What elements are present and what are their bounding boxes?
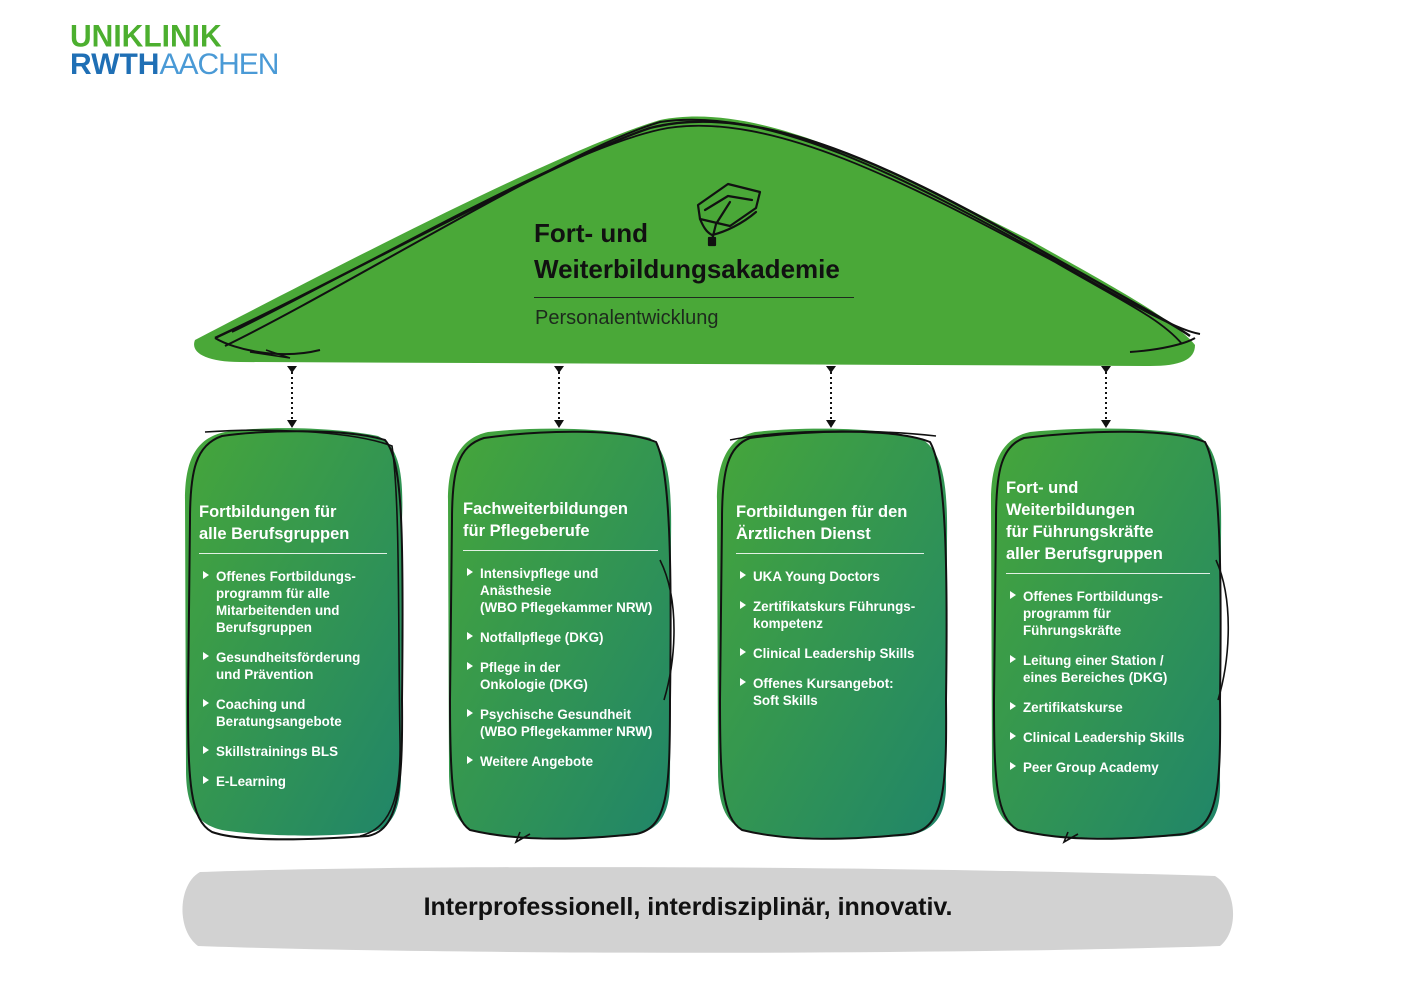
list-item: Intensivpflege und Anästhesie (WBO Pfleg… <box>463 565 658 616</box>
pillar-fuehrungskraefte: Fort- und Weiterbildungen für Führungskr… <box>1006 477 1210 789</box>
bullet-triangle-icon <box>740 601 746 609</box>
list-item: Offenes Fortbildungs- programm für alle … <box>199 568 387 636</box>
arrow-down-icon <box>287 366 1111 428</box>
bullet-triangle-icon <box>203 571 209 579</box>
pillar-title: Fortbildungen für den Ärztlichen Dienst <box>736 503 908 543</box>
footer-tagline: Interprofessionell, interdisziplinär, in… <box>423 893 953 921</box>
pillar-list: Intensivpflege und Anästhesie (WBO Pfleg… <box>463 565 658 770</box>
bullet-triangle-icon <box>467 662 473 670</box>
list-item: E-Learning <box>199 773 387 790</box>
bullet-triangle-icon <box>1010 732 1016 740</box>
logo-rwth: RWTH <box>70 48 160 81</box>
logo-line-uniklinik: UNIKLINIK <box>70 19 222 54</box>
uniklinik-logo: UNIKLINIK RWTHAACHEN <box>70 19 279 81</box>
pillar-aerztlicher-dienst: Fortbildungen für den Ärztlichen Dienst … <box>736 501 924 722</box>
academy-title-line1: Fort- und <box>534 218 649 248</box>
list-item: Zertifikatskurse <box>1006 699 1210 716</box>
list-item: Clinical Leadership Skills <box>736 645 924 662</box>
bullet-triangle-icon <box>203 776 209 784</box>
pillar-list: UKA Young Doctors Zertifikatskurs Führun… <box>736 568 924 709</box>
bullet-triangle-icon <box>203 746 209 754</box>
title-divider <box>534 297 854 298</box>
pillar-fachweiterbildungen-pflege: Fachweiterbildungen für Pflegeberufe Int… <box>463 498 658 783</box>
list-item: Gesundheitsförderung und Prävention <box>199 649 387 683</box>
list-item: Notfallpflege (DKG) <box>463 629 658 646</box>
pillar-divider <box>1006 573 1210 574</box>
list-item: Skillstrainings BLS <box>199 743 387 760</box>
bullet-triangle-icon <box>1010 655 1016 663</box>
list-item: Offenes Fortbildungs- programm für Führu… <box>1006 588 1210 639</box>
pillar-shapes <box>185 428 1230 844</box>
list-item: Peer Group Academy <box>1006 759 1210 776</box>
pillar-title: Fort- und Weiterbildungen für Führungskr… <box>1006 479 1163 563</box>
bullet-triangle-icon <box>467 709 473 717</box>
pillar-list: Offenes Fortbildungs- programm für alle … <box>199 568 387 790</box>
bullet-triangle-icon <box>203 652 209 660</box>
academy-title-line2: Weiterbildungsakademie <box>534 254 840 284</box>
list-item: Coaching und Beratungsangebote <box>199 696 387 730</box>
bullet-triangle-icon <box>467 756 473 764</box>
list-item: UKA Young Doctors <box>736 568 924 585</box>
graduation-cap-icon <box>696 182 762 247</box>
list-item: Psychische Gesundheit (WBO Pflegekammer … <box>463 706 658 740</box>
bullet-triangle-icon <box>203 699 209 707</box>
bullet-triangle-icon <box>740 571 746 579</box>
pillar-list: Offenes Fortbildungs- programm für Führu… <box>1006 588 1210 776</box>
logo-line-rwth-aachen: RWTHAACHEN <box>70 48 279 81</box>
list-item: Clinical Leadership Skills <box>1006 729 1210 746</box>
list-item: Weitere Angebote <box>463 753 658 770</box>
list-item: Offenes Kursangebot: Soft Skills <box>736 675 924 709</box>
list-item: Leitung einer Station / eines Bereiches … <box>1006 652 1210 686</box>
bullet-triangle-icon <box>1010 702 1016 710</box>
academy-subtitle: Personalentwicklung <box>535 307 719 329</box>
logo-aachen: AACHEN <box>159 48 279 81</box>
pillar-title: Fortbildungen für alle Berufsgruppen <box>199 503 350 543</box>
pillar-divider <box>463 550 658 551</box>
pillar-fortbildungen-alle: Fortbildungen für alle Berufsgruppen Off… <box>199 501 387 803</box>
bullet-triangle-icon <box>740 678 746 686</box>
bullet-triangle-icon <box>467 632 473 640</box>
bullet-triangle-icon <box>740 648 746 656</box>
footer-banner-shape <box>182 867 1234 953</box>
roof-shape <box>194 116 1201 366</box>
pillar-title: Fachweiterbildungen für Pflegeberufe <box>463 500 629 540</box>
bullet-triangle-icon <box>1010 762 1016 770</box>
pillar-divider <box>736 553 924 554</box>
list-item: Zertifikatskurs Führungs- kompetenz <box>736 598 924 632</box>
list-item: Pflege in der Onkologie (DKG) <box>463 659 658 693</box>
bullet-triangle-icon <box>1010 591 1016 599</box>
connector-arrows <box>291 372 1107 420</box>
pillar-divider <box>199 553 387 554</box>
academy-title: Fort- und Weiterbildungsakademie <box>534 215 840 287</box>
bullet-triangle-icon <box>467 568 473 576</box>
